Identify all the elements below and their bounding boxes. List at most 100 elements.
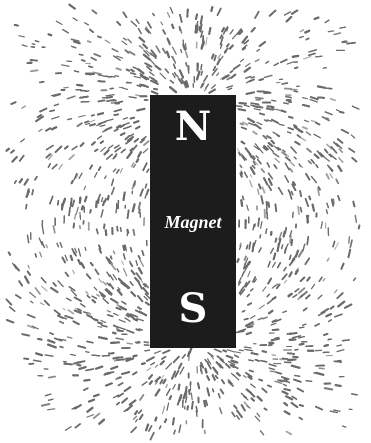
iron-filing [46,245,47,248]
iron-filing [273,330,279,331]
iron-filing [349,237,350,243]
iron-filing [256,360,260,361]
iron-filing [173,418,174,424]
iron-filing [103,356,110,357]
iron-filing [295,376,300,377]
iron-filing [223,350,226,351]
iron-filing [67,61,72,62]
iron-filing [111,256,112,258]
iron-filing [289,102,292,103]
iron-filing [272,100,276,101]
iron-filing [69,208,70,216]
iron-filing [98,323,102,324]
iron-filing [64,364,72,365]
iron-filing [256,98,263,99]
iron-filing [71,198,72,206]
iron-filing [94,395,99,397]
iron-filing [198,383,199,388]
iron-filing [204,401,205,406]
iron-filing [258,218,259,226]
iron-filing [144,342,148,343]
iron-filing [35,254,36,257]
iron-filing [58,201,59,205]
iron-filing [26,205,27,209]
iron-filing [211,7,212,11]
iron-filing [240,103,246,104]
iron-filing [86,91,89,92]
iron-filing [155,418,156,421]
iron-filing [247,333,251,334]
iron-filing [239,109,245,110]
iron-filing [85,247,86,250]
iron-filing [118,331,124,332]
iron-filing [131,70,133,72]
iron-filing [186,387,187,391]
iron-filing [139,256,140,258]
iron-filing [319,187,320,189]
iron-filing [290,333,297,334]
iron-filing [117,227,118,231]
iron-filing [139,210,140,213]
iron-filing [133,230,134,235]
iron-filing [98,36,101,37]
iron-filing [84,380,89,381]
iron-filing [77,85,82,86]
iron-filing [113,333,116,334]
iron-filing [290,236,291,242]
iron-filing [179,385,180,390]
iron-filing [284,389,290,390]
iron-filing [98,100,104,101]
iron-filing [98,113,103,114]
iron-filing [107,97,112,98]
iron-filing [127,70,129,71]
iron-filing [114,114,118,115]
iron-filing [106,76,111,77]
iron-filing [80,198,81,203]
iron-filing [191,393,192,399]
iron-filing [124,192,125,200]
iron-filing [316,56,322,57]
iron-filing [291,240,292,245]
iron-filing [123,246,124,250]
iron-filing [205,369,206,373]
iron-filing [72,181,73,183]
iron-filing [71,256,72,260]
iron-filing [266,229,267,233]
iron-filing [98,327,102,328]
iron-filing [313,205,314,211]
iron-filing [293,182,295,184]
iron-filing [328,31,333,32]
iron-filing [139,203,140,209]
iron-filing [273,320,276,322]
iron-filing [318,97,324,98]
iron-filing [80,213,81,220]
iron-filing [125,246,126,250]
iron-filing [324,334,327,335]
iron-filing [201,16,202,23]
iron-filing [284,232,285,237]
iron-filing [117,378,121,379]
iron-filing [86,352,89,353]
iron-filing [243,196,244,199]
iron-filing [80,97,88,98]
iron-filing [31,70,38,71]
iron-filing [237,259,238,262]
iron-filing [144,284,146,286]
iron-filing [245,319,248,320]
iron-filing [186,63,187,66]
iron-filing [133,356,136,357]
iron-filing [200,27,201,30]
iron-filing [88,41,91,42]
iron-filing [247,245,248,248]
iron-filing [245,257,246,260]
iron-filing [318,86,325,87]
iron-filing [272,355,276,356]
iron-filing [284,103,288,104]
iron-filing [38,339,41,340]
iron-filing [136,342,140,343]
iron-filing [325,388,332,389]
iron-filing [137,159,138,161]
iron-filing [293,357,298,358]
iron-filing [121,228,122,232]
